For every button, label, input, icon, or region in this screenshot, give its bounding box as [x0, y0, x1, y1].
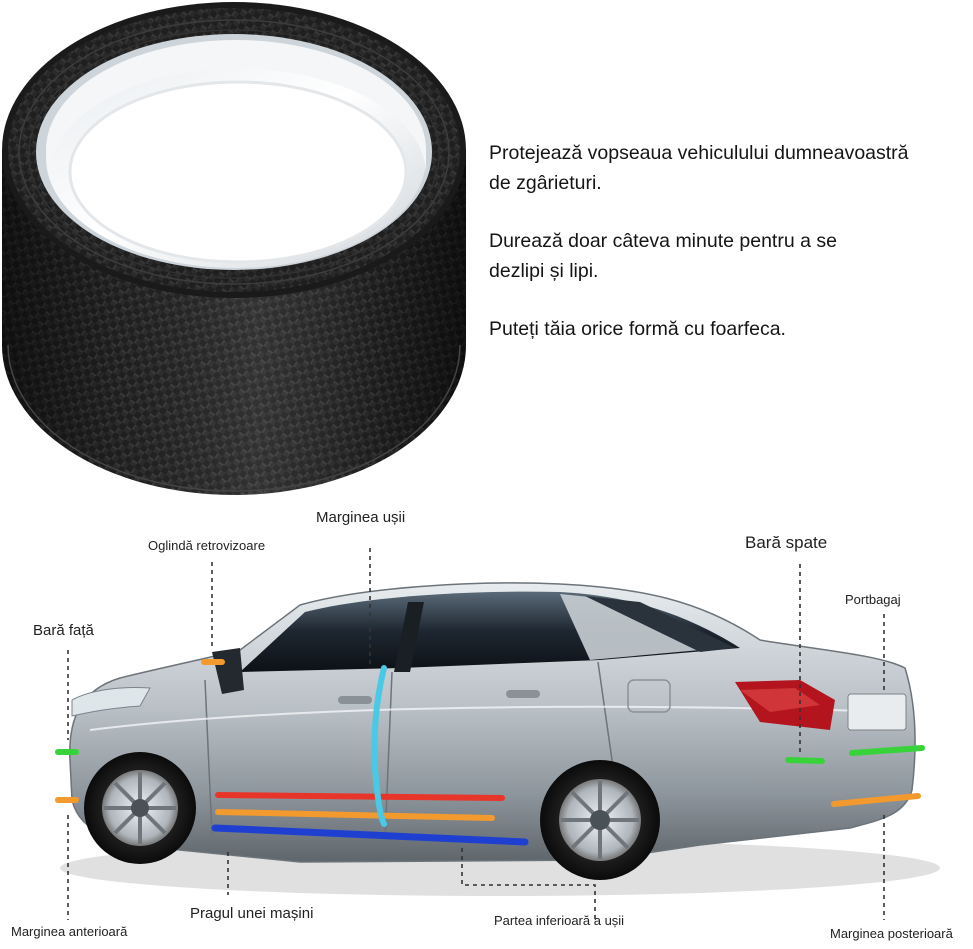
- feature-line-1: Protejează vopseaua vehiculului dumneavo…: [489, 142, 909, 164]
- label-front-bumper: Bară față: [33, 622, 94, 639]
- feature-line-4: dezlipi și lipi.: [489, 260, 599, 282]
- leader-lines: [67, 548, 885, 920]
- tape-cyan-door-edge: [371, 665, 387, 827]
- rear-wheel: [540, 760, 660, 880]
- feature-line-2: de zgârieturi.: [489, 172, 602, 194]
- tape-red-door: [215, 792, 505, 801]
- label-rear-edge: Marginea posterioară: [830, 926, 953, 941]
- door-handle-front: [338, 696, 372, 704]
- car: [60, 582, 940, 896]
- label-mirror: Oglindă retrovizoare: [148, 538, 266, 553]
- feature-list: Protejează vopseaua vehiculului dumneavo…: [489, 138, 909, 344]
- tape-orange-rear: [831, 793, 921, 807]
- tape-roll: [2, 2, 466, 495]
- feature-line-3: Durează doar câteva minute pentru a se: [489, 230, 837, 252]
- label-door-bottom: Partea inferioară a ușii: [494, 913, 625, 928]
- label-door-edge: Marginea ușii: [316, 509, 406, 526]
- label-trunk: Portbagaj: [845, 592, 901, 607]
- label-front-edge: Marginea anterioară: [11, 924, 128, 939]
- door-handle-rear: [506, 690, 540, 698]
- label-rear-bumper: Bară spate: [745, 533, 828, 552]
- tape-green-rear-right: [849, 745, 925, 756]
- tape-orange-door: [215, 809, 495, 821]
- feature-line-5: Puteți tăia orice formă cu foarfeca.: [489, 318, 786, 340]
- tape-blue-sill: [211, 824, 529, 846]
- front-wheel: [84, 752, 196, 864]
- tape-green-rear-left: [785, 757, 825, 764]
- tape-strips: [55, 659, 925, 846]
- label-sill: Pragul unei mașini: [190, 905, 314, 922]
